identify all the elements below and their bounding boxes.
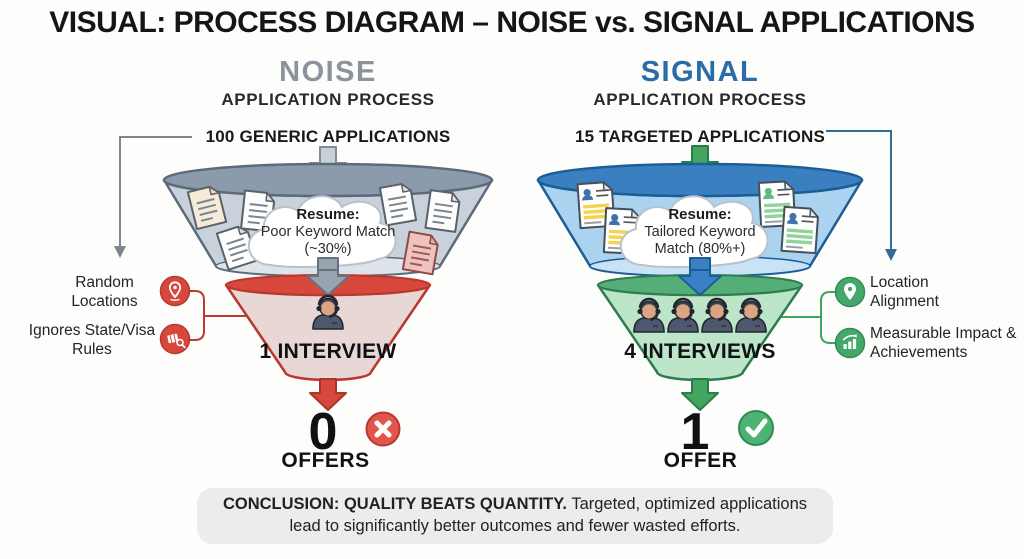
x-circle-icon	[365, 411, 401, 447]
signal-annotation-bracket	[781, 291, 835, 344]
noise-result-count: 0	[308, 403, 338, 461]
noise-result-label: OFFERS	[281, 449, 370, 472]
signal-result-count: 1	[680, 403, 710, 461]
signal-annotation-measurable-impact: Measurable Impact & Achievements	[870, 325, 1017, 361]
noise-connector-line	[114, 136, 192, 258]
conclusion-text: CONCLUSION: QUALITY BEATS QUANTITY. Targ…	[215, 494, 815, 538]
noise-column-header: NOISE APPLICATION PROCESS	[168, 58, 488, 110]
signal-resume-cloud	[619, 195, 769, 268]
noise-arrow-mid-tip	[306, 269, 350, 296]
signal-column-header: SIGNAL APPLICATION PROCESS	[540, 58, 860, 110]
signal-interview-label: 4 INTERVIEWS	[624, 340, 776, 363]
noise-resume-cloud-text: Resume: Poor Keyword Match (~30%)	[253, 206, 403, 258]
map-rules-icon	[159, 323, 191, 355]
signal-arrow-mid-tip	[678, 269, 722, 296]
signal-connector-line	[826, 130, 897, 261]
noise-cloud-body: Poor Keyword Match (~30%)	[260, 223, 396, 257]
noise-annotation-random-locations: Random Locations	[71, 274, 138, 310]
signal-cloud-body: Tailored Keyword Match (80%+)	[644, 223, 756, 257]
growth-chart-icon	[834, 327, 866, 359]
signal-arrow-bottom	[681, 378, 719, 411]
signal-result-label: OFFER	[663, 449, 738, 472]
noise-arrow-bottom	[309, 378, 347, 411]
noise-annotation-bracket	[190, 290, 246, 341]
noise-stage-top-label: 100 GENERIC APPLICATIONS	[205, 127, 451, 146]
noise-annotation-visa-rules: Ignores State/Visa Rules	[28, 322, 156, 358]
signal-subheading: APPLICATION PROCESS	[593, 90, 807, 109]
conclusion-body: Targeted, optimized applications lead to…	[289, 495, 808, 535]
page-title: VISUAL: PROCESS DIAGRAM – NOISE vs. SIGN…	[49, 6, 975, 39]
signal-heading: SIGNAL	[640, 56, 760, 88]
signal-cloud-title: Resume:	[668, 206, 732, 223]
conclusion-bar: CONCLUSION: QUALITY BEATS QUANTITY. Targ…	[197, 488, 833, 544]
signal-resume-cloud-text: Resume: Tailored Keyword Match (80%+)	[625, 206, 775, 258]
signal-stage-top-label: 15 TARGETED APPLICATIONS	[574, 127, 826, 146]
noise-resume-cloud	[247, 195, 397, 268]
tailored-resume-icons	[576, 180, 819, 255]
signal-annotation-location-alignment: Location Alignment	[870, 274, 939, 310]
noise-cloud-title: Resume:	[296, 206, 360, 223]
noise-heading: NOISE	[279, 56, 377, 88]
generic-document-icons	[186, 183, 461, 276]
check-circle-icon	[738, 410, 774, 446]
noise-subheading: APPLICATION PROCESS	[221, 90, 435, 109]
location-pin-icon	[834, 276, 866, 308]
conclusion-headline: CONCLUSION: QUALITY BEATS QUANTITY.	[222, 495, 568, 514]
noise-interview-label: 1 INTERVIEW	[259, 340, 397, 363]
location-pin-icon	[159, 275, 191, 307]
